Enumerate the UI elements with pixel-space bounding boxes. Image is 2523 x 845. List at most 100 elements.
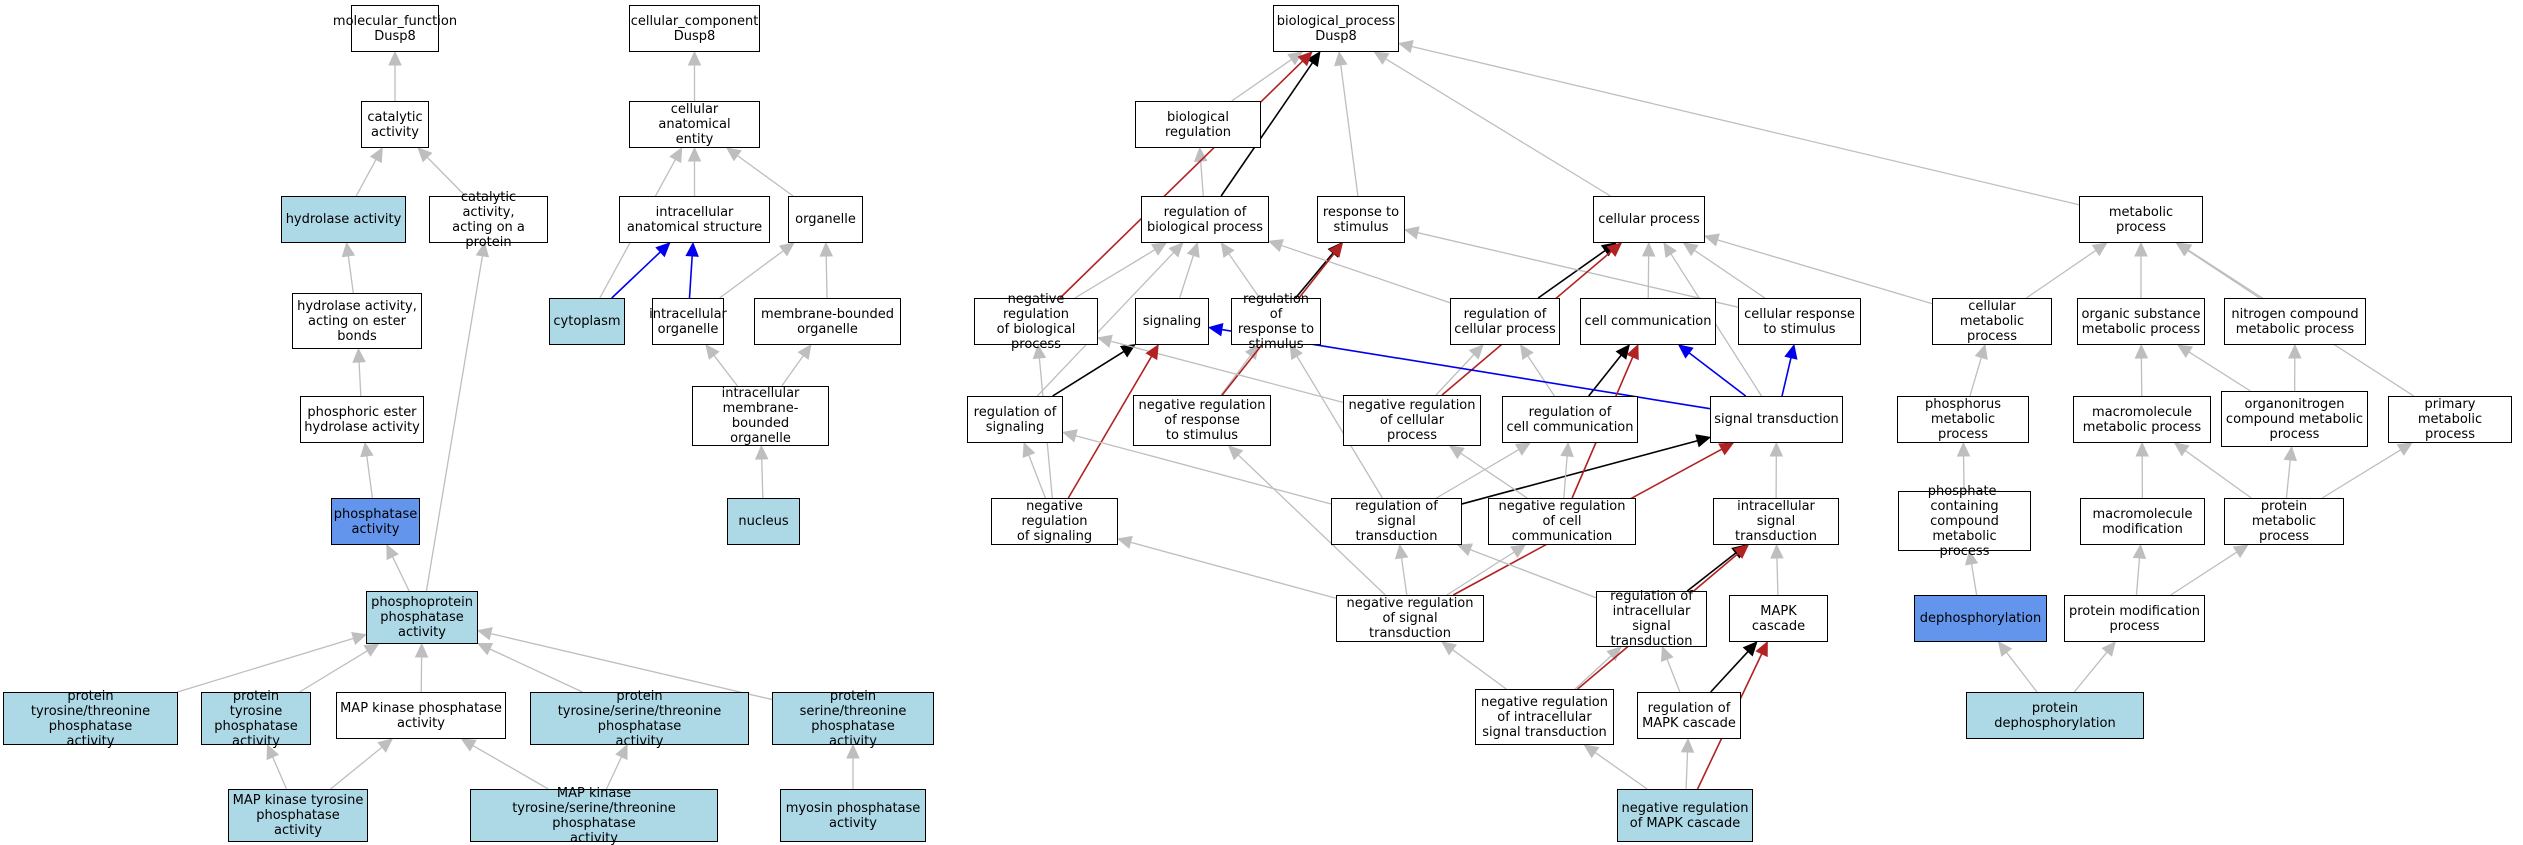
- node-primp[interactable]: primary metabolic process: [2388, 396, 2512, 443]
- node-macromp[interactable]: macromolecule metabolic process: [2073, 396, 2211, 443]
- node-intorg[interactable]: intracellular organelle: [649, 298, 727, 345]
- edge-organelle-to-cae: [725, 147, 794, 197]
- node-negregresp[interactable]: negative regulation of response to stimu…: [1133, 395, 1271, 446]
- node-sigtrans[interactable]: signal transduction: [1710, 396, 1843, 443]
- node-regcc[interactable]: regulation of cell communication: [1502, 396, 1638, 443]
- node-label: cytoplasm: [553, 314, 621, 329]
- node-negregist[interactable]: negative regulation of intracellular sig…: [1475, 689, 1614, 745]
- node-protmp[interactable]: protein metabolic process: [2224, 498, 2344, 545]
- node-cae[interactable]: cellular anatomical entity: [629, 101, 760, 148]
- node-regmapk[interactable]: regulation of MAPK cascade: [1637, 692, 1741, 739]
- node-label: biological_process Dusp8: [1276, 13, 1396, 44]
- node-onmp[interactable]: organonitrogen compound metabolic proces…: [2221, 391, 2368, 447]
- node-label: cell communication: [1584, 314, 1712, 329]
- node-regst[interactable]: regulation of signal transduction: [1331, 498, 1462, 545]
- node-dephos[interactable]: dephosphorylation: [1914, 595, 2047, 642]
- node-negregst[interactable]: negative regulation of signal transducti…: [1336, 595, 1484, 642]
- node-negregcc[interactable]: negative regulation of cell communicatio…: [1488, 498, 1636, 545]
- edge-regst-to-regcc: [1436, 442, 1532, 499]
- node-regist[interactable]: regulation of intracellular signal trans…: [1596, 589, 1707, 649]
- node-ncmp[interactable]: nitrogen compound metabolic process: [2224, 298, 2366, 345]
- node-cellmetab[interactable]: cellular metabolic process: [1932, 298, 2052, 345]
- node-label: molecular_function Dusp8: [332, 13, 458, 44]
- node-cellcomm[interactable]: cell communication: [1580, 298, 1716, 345]
- node-cellproc[interactable]: cellular process: [1593, 196, 1705, 243]
- edge-dephos-to-pcmp: [1964, 549, 1979, 596]
- edge-negregcp-to-regcp: [1435, 344, 1484, 396]
- edge-mktst-to-ptst: [605, 743, 628, 790]
- node-label: metabolic process: [2108, 204, 2174, 235]
- edge-cellresp-to-cellproc: [1682, 242, 1766, 299]
- edge-negregcc-to-regcc: [1560, 441, 1574, 499]
- node-catalytic[interactable]: catalytic activity: [361, 101, 429, 148]
- edge-metab-to-bp: [1397, 39, 2080, 206]
- node-label: cellular anatomical entity: [658, 102, 731, 147]
- edge-negregresp-to-regresp: [1220, 344, 1260, 396]
- node-label: phosphatase activity: [333, 506, 418, 537]
- node-signaling[interactable]: signaling: [1135, 298, 1209, 345]
- edge-osmp-to-metab: [2134, 241, 2148, 298]
- node-mapk[interactable]: MAPK cascade: [1729, 595, 1828, 642]
- node-negregmapk[interactable]: negative regulation of MAPK cascade: [1617, 789, 1753, 842]
- node-cytoplasm[interactable]: cytoplasm: [549, 298, 625, 345]
- node-ias[interactable]: intracellular anatomical structure: [619, 196, 770, 243]
- node-myosin[interactable]: myosin phosphatase activity: [780, 789, 926, 842]
- node-regresp[interactable]: regulation of response to stimulus: [1231, 292, 1321, 352]
- node-mkt[interactable]: MAP kinase tyrosine phosphatase activity: [228, 789, 368, 842]
- node-protdephos[interactable]: protein dephosphorylation: [1966, 692, 2144, 739]
- node-mborg[interactable]: membrane-bounded organelle: [754, 298, 901, 345]
- node-resp[interactable]: response to stimulus: [1317, 196, 1405, 243]
- node-mktst[interactable]: MAP kinase tyrosine/serine/threonine pho…: [470, 785, 718, 845]
- node-metab[interactable]: metabolic process: [2079, 196, 2203, 243]
- node-negregbp[interactable]: negative regulation of biological proces…: [974, 292, 1098, 352]
- node-organelle[interactable]: organelle: [788, 196, 863, 243]
- node-regbp[interactable]: regulation of biological process: [1141, 196, 1269, 243]
- node-label: MAP kinase tyrosine/serine/threonine pho…: [512, 785, 676, 845]
- node-bp[interactable]: biological_process Dusp8: [1273, 5, 1399, 52]
- node-negregsig[interactable]: negative regulation of signaling: [991, 498, 1118, 545]
- edge-regst-to-regsig: [1061, 429, 1332, 505]
- node-imborg[interactable]: intracellular membrane-bounded organelle: [692, 386, 829, 446]
- node-label: MAPK cascade: [1751, 603, 1806, 634]
- node-catprot[interactable]: catalytic activity, acting on a protein: [429, 190, 548, 250]
- node-label: macromolecule metabolic process: [2082, 404, 2202, 435]
- node-pcmp[interactable]: phosphate-containing compound metabolic …: [1898, 484, 2031, 559]
- edge-phosmp-to-cellmetab: [1969, 343, 1988, 397]
- node-bioreg[interactable]: biological regulation: [1135, 101, 1261, 148]
- node-ppa[interactable]: phosphoprotein phosphatase activity: [366, 591, 478, 644]
- node-mkp[interactable]: MAP kinase phosphatase activity: [336, 692, 506, 739]
- node-cc[interactable]: cellular_component Dusp8: [629, 5, 760, 52]
- node-phosphatase[interactable]: phosphatase activity: [331, 498, 420, 545]
- node-label: phosphorus metabolic process: [1924, 397, 2002, 442]
- edge-protdephos-to-protmod: [2073, 641, 2116, 693]
- edge-regcc-to-cellcomm: [1588, 344, 1631, 397]
- edge-imborg-to-intorg: [705, 344, 738, 387]
- node-regcp[interactable]: regulation of cellular process: [1450, 298, 1560, 345]
- node-mf[interactable]: molecular_function Dusp8: [333, 5, 457, 52]
- node-protmod[interactable]: protein modification process: [2064, 595, 2205, 642]
- node-phosmp[interactable]: phosphorus metabolic process: [1897, 396, 2029, 443]
- node-label: negative regulation of response to stimu…: [1138, 398, 1266, 443]
- edge-intorg-to-organelle: [719, 242, 795, 299]
- node-pst[interactable]: protein serine/threonine phosphatase act…: [772, 689, 934, 749]
- node-cellresp[interactable]: cellular response to stimulus: [1738, 298, 1861, 345]
- node-ptt[interactable]: protein tyrosine/threonine phosphatase a…: [3, 689, 178, 749]
- node-label: negative regulation of signaling: [1016, 499, 1093, 544]
- node-hydester[interactable]: hydrolase activity, acting on ester bond…: [292, 293, 422, 349]
- node-label: cellular metabolic process: [1959, 299, 2025, 344]
- edge-negregmapk-to-negregist: [1583, 744, 1648, 790]
- edge-ppa-to-phosphatase: [386, 543, 410, 592]
- node-negregcp[interactable]: negative regulation of cellular process: [1343, 395, 1481, 446]
- node-nucleus[interactable]: nucleus: [727, 498, 800, 545]
- node-pt[interactable]: protein tyrosine phosphatase activity: [201, 689, 311, 749]
- node-phosester[interactable]: phosphoric ester hydrolase activity: [300, 396, 424, 443]
- edge-ptt-to-ppa: [177, 632, 368, 693]
- edge-mapk-to-ist: [1770, 543, 1784, 596]
- edge-regbp-to-bioreg: [1193, 146, 1208, 197]
- node-hydrolase[interactable]: hydrolase activity: [281, 196, 406, 243]
- node-ptst[interactable]: protein tyrosine/serine/threonine phosph…: [530, 689, 749, 749]
- node-osmp[interactable]: organic substance metabolic process: [2077, 298, 2205, 345]
- node-regsig[interactable]: regulation of signaling: [967, 396, 1063, 443]
- node-ist[interactable]: intracellular signal transduction: [1713, 498, 1839, 545]
- node-macromod[interactable]: macromolecule modification: [2080, 498, 2205, 545]
